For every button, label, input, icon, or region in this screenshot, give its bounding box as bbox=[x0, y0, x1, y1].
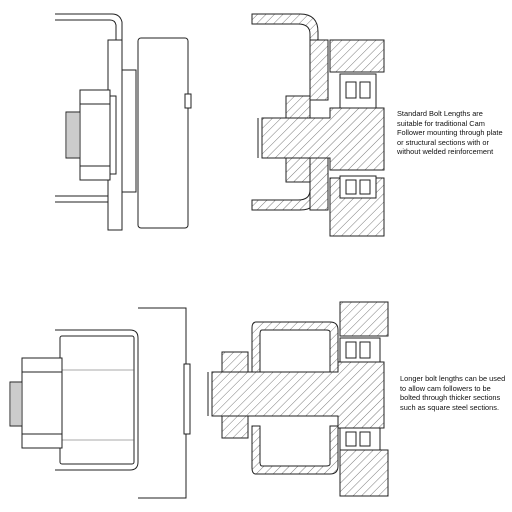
bottom-section-view bbox=[207, 301, 389, 497]
long-nut-section-bottom bbox=[221, 415, 249, 439]
note-line: Follower mounting through plate bbox=[397, 128, 503, 138]
nut-section-top bbox=[285, 95, 311, 119]
outer-ring bbox=[137, 37, 189, 229]
top-section-view bbox=[251, 13, 385, 237]
bottom-exterior-view bbox=[9, 307, 191, 499]
standard-bolt-note: Standard Bolt Lengths are suitable for t… bbox=[397, 109, 503, 157]
channel-section-top bbox=[251, 13, 319, 97]
ring-section-top-long bbox=[339, 301, 389, 337]
note-line: or structural sections with or bbox=[397, 137, 490, 147]
ring-section-bottom-long bbox=[339, 449, 389, 497]
hex-nut-long bbox=[21, 357, 63, 449]
seal-cap bbox=[184, 93, 192, 109]
note-line: such as square steel sections. bbox=[400, 402, 500, 412]
bearing-rollers bbox=[339, 73, 377, 199]
nut-section-bottom bbox=[285, 157, 311, 183]
square-tube bbox=[55, 329, 139, 471]
note-line: bolted through thicker sections bbox=[400, 393, 501, 403]
tube-section-bottom bbox=[251, 425, 339, 475]
stud-shoulder bbox=[121, 69, 137, 193]
outer-ring-long bbox=[138, 307, 187, 499]
bearing-rollers-long bbox=[339, 337, 381, 451]
threaded-stud-long bbox=[9, 381, 23, 427]
seal-cap-long bbox=[183, 363, 191, 435]
top-exterior-view bbox=[55, 13, 192, 231]
note-line: suitable for traditional Cam bbox=[397, 118, 485, 128]
hex-nut bbox=[79, 89, 117, 181]
ring-section-top bbox=[329, 39, 385, 73]
long-stud-section bbox=[211, 361, 385, 429]
note-line: Longer bolt lengths can be used bbox=[400, 374, 506, 383]
note-line: to allow cam followers to be bbox=[400, 383, 491, 393]
tube-inner bbox=[59, 335, 135, 465]
stud-section bbox=[261, 107, 385, 171]
long-nut-section-top bbox=[221, 351, 249, 373]
longer-bolt-note: Longer bolt lengths can be used to allow… bbox=[400, 374, 505, 412]
note-line: Standard Bolt Lengths are bbox=[397, 109, 483, 118]
plate-section-top bbox=[309, 39, 329, 101]
threaded-stud bbox=[65, 111, 81, 159]
note-line: without welded reinforcement bbox=[397, 147, 494, 157]
tube-section-top bbox=[251, 321, 339, 373]
